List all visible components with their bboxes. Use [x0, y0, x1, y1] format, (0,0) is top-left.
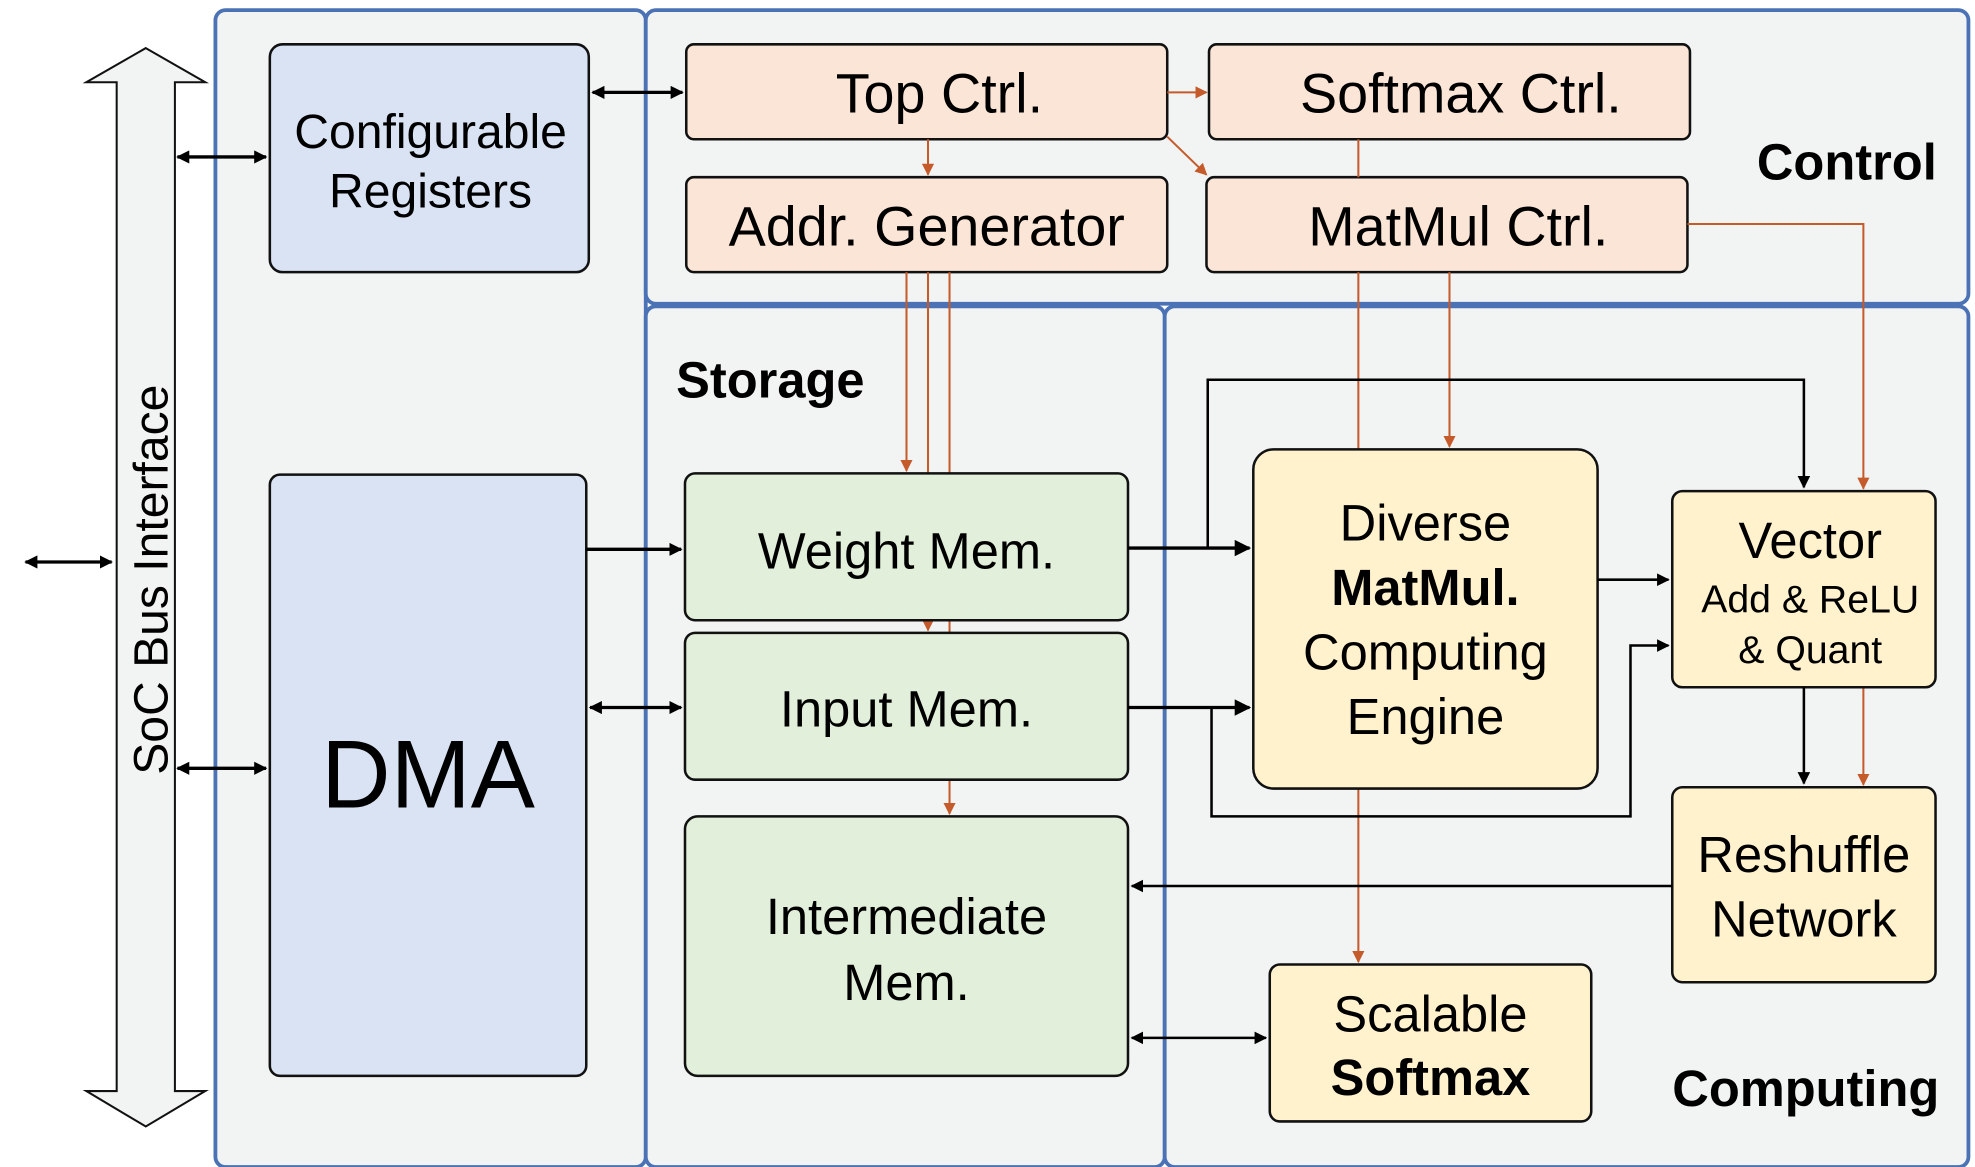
matmul-ctrl-to-vector-line	[1687, 223, 1870, 490]
reshuffle-block	[1670, 786, 1937, 984]
input-mem-block	[683, 631, 1130, 781]
dma-label: DMA	[321, 722, 535, 829]
top-ctrl-label: Top Ctrl.	[836, 63, 1043, 125]
matmul-ctrl-label: MatMul Ctrl.	[1308, 196, 1608, 258]
weight-mem-block	[683, 472, 1130, 622]
vector-label-2: Add & ReLU	[1701, 578, 1919, 622]
top-to-matmul-ctrl-line	[1166, 135, 1208, 176]
weight-bypass-to-vector-line	[1206, 378, 1811, 549]
weight-mem-label: Weight Mem.	[758, 522, 1055, 579]
intermediate-mem-block	[683, 815, 1130, 1078]
input-bypass-to-vector-line	[1210, 639, 1670, 818]
reshuffle-label-2: Network	[1711, 891, 1897, 948]
soc-bus-arrow	[82, 46, 210, 1128]
addr-generator-block	[684, 175, 1169, 274]
scalable-softmax-label-2: Softmax	[1331, 1049, 1531, 1106]
softmax-ctrl-block	[1207, 43, 1692, 141]
vector-label-1: Vector	[1738, 512, 1882, 569]
config-registers-block	[268, 43, 591, 274]
config-registers-label: Configurable	[294, 105, 567, 159]
matmul-engine-label-3: Computing	[1303, 624, 1548, 681]
soc-bus-label: SoC Bus Interface	[124, 385, 178, 775]
matmul-engine-block	[1252, 448, 1599, 790]
scalable-softmax-label-1: Scalable	[1333, 986, 1527, 1043]
matmul-engine-label-1: Diverse	[1340, 494, 1512, 551]
reshuffle-label-1: Reshuffle	[1697, 826, 1910, 883]
input-mem-label: Input Mem.	[780, 681, 1033, 738]
dma-block	[268, 473, 588, 1078]
section-computing-label: Computing	[1672, 1060, 1939, 1117]
addr-generator-label: Addr. Generator	[729, 196, 1125, 258]
matmul-engine-label-4: Engine	[1347, 688, 1505, 745]
softmax-ctrl-label: Softmax Ctrl.	[1300, 63, 1622, 125]
section-control-label: Control	[1757, 134, 1937, 191]
section-storage-label: Storage	[676, 351, 864, 408]
scalable-softmax-block	[1268, 963, 1593, 1123]
intermediate-mem-label: Intermediate	[766, 888, 1047, 945]
config-registers-label-2: Registers	[329, 165, 532, 219]
intermediate-mem-label-2: Mem.	[843, 954, 970, 1011]
vector-label-3: & Quant	[1738, 628, 1882, 672]
matmul-engine-label-2: MatMul.	[1331, 559, 1519, 616]
